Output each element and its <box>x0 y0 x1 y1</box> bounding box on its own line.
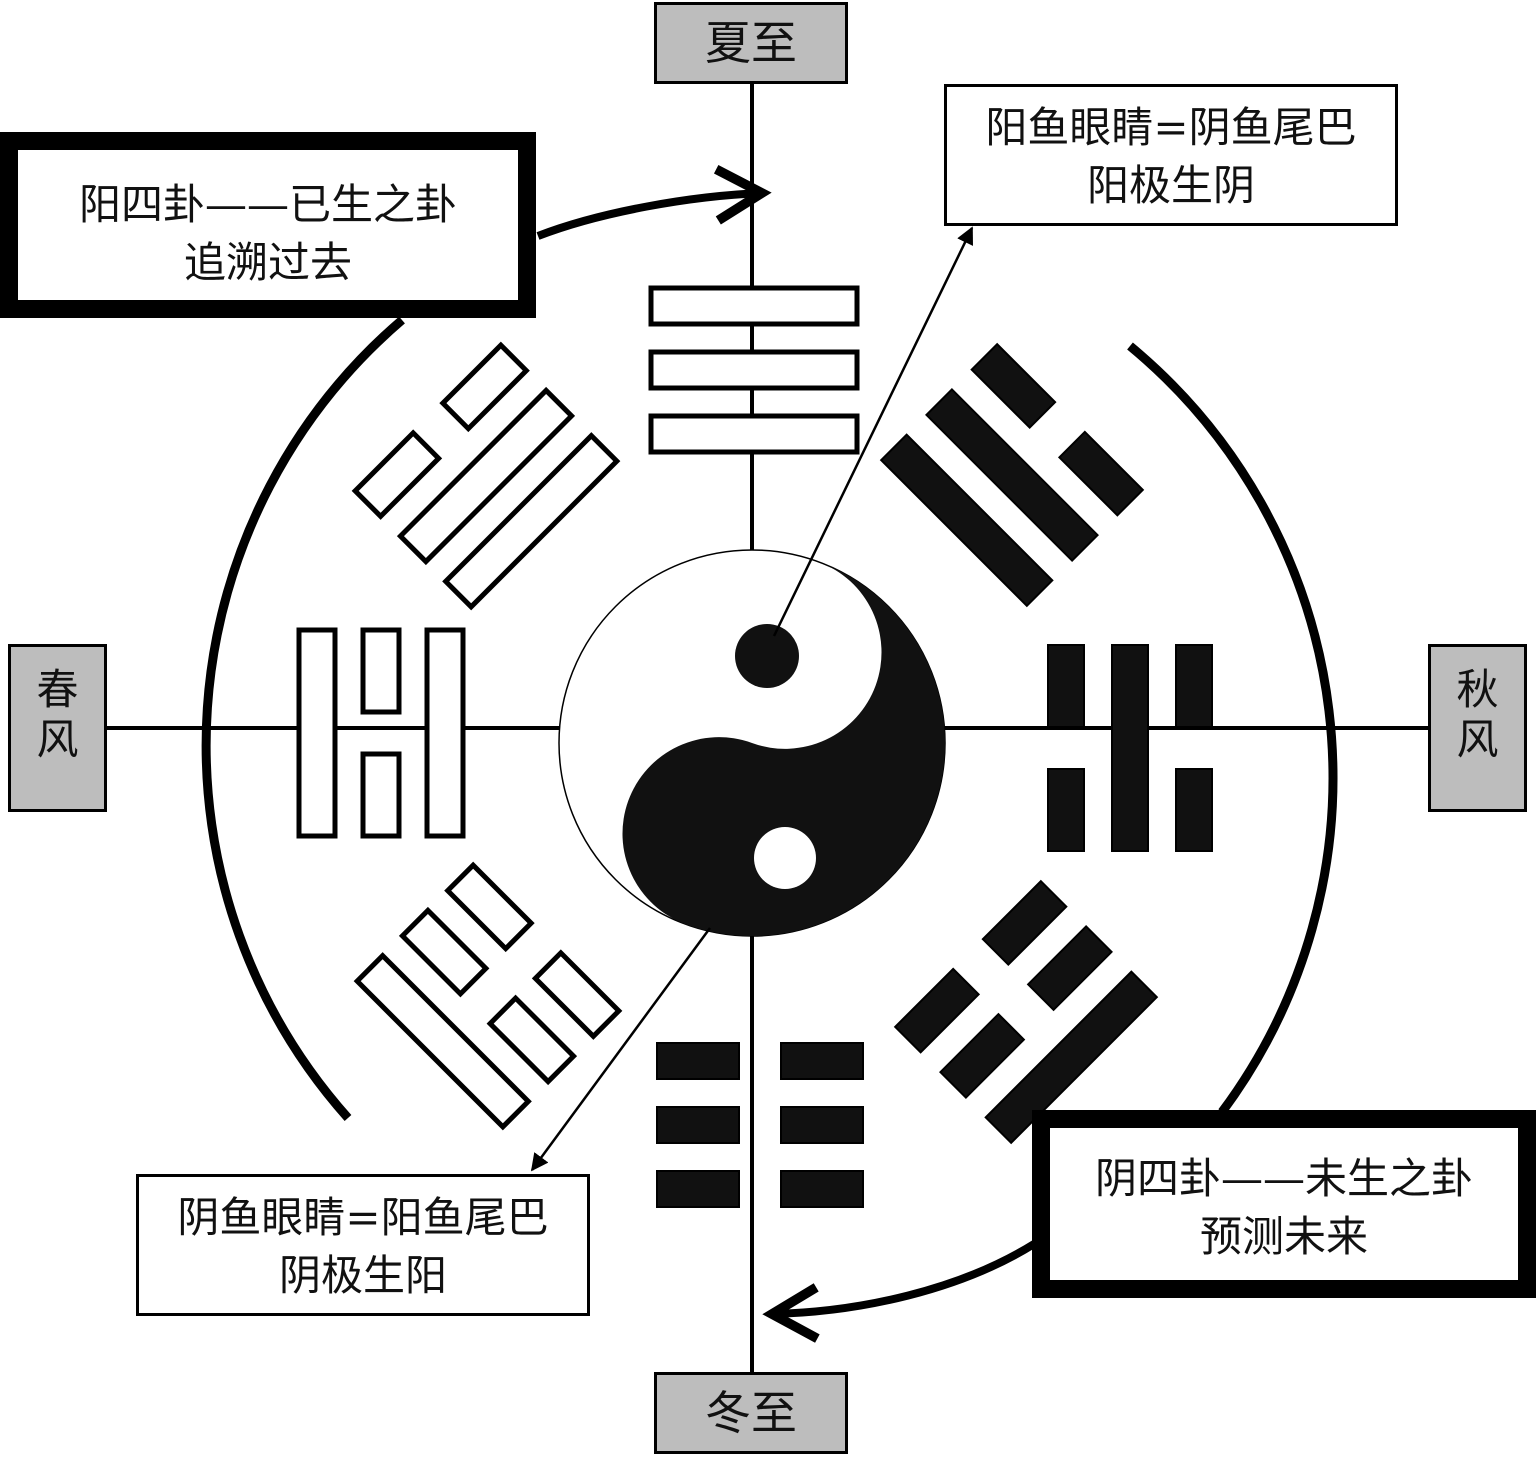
spring-wind-char-2: 风 <box>36 715 79 764</box>
trigram-kun-line-2-b <box>780 1106 864 1144</box>
trigram-dui-line-1-b <box>439 341 530 433</box>
trigram-dui-line-3 <box>442 432 621 611</box>
past-arrow <box>536 165 772 240</box>
trigram-qian-line-2 <box>648 349 860 391</box>
future-arrow <box>762 1240 1037 1343</box>
trigram-gen-line-2-a <box>939 1012 1026 1099</box>
trigram-xun-line-1-a <box>970 342 1057 430</box>
trigram-dui-line-2 <box>396 386 576 566</box>
trigram-kan-line-2 <box>1111 644 1149 852</box>
trigram-kun-line-3-b <box>780 1170 864 1208</box>
yang-four-trigrams-note: 阳四卦——已生之卦 追溯过去 <box>0 132 536 318</box>
yin-four-trigrams-note: 阴四卦——未生之卦 预测未来 <box>1032 1110 1536 1298</box>
yang-four-line-2: 追溯过去 <box>183 238 352 287</box>
yin-eye-pointer <box>530 927 712 1172</box>
yang-eye-line-2: 阳极生阴 <box>1086 161 1255 210</box>
trigram-li-line-2-b <box>360 751 402 839</box>
yin-fish-eye <box>754 827 816 889</box>
trigram-kun-line-3-a <box>656 1170 740 1208</box>
trigram-kan-line-3-a <box>1047 644 1085 728</box>
trigram-gen-line-1-b <box>981 879 1068 967</box>
yang-four-line-1: 阳四卦——已生之卦 <box>78 180 457 229</box>
yang-fish-eye-note: 阳鱼眼睛=阴鱼尾巴 阳极生阴 <box>944 84 1398 226</box>
yin-four-line-1: 阴四卦——未生之卦 <box>1094 1154 1473 1203</box>
autumn-wind-label: 秋 风 <box>1428 644 1527 812</box>
trigram-kan-line-1-b <box>1175 768 1213 852</box>
yin-eye-line-2: 阴极生阳 <box>278 1251 447 1300</box>
trigram-gen-line-2-b <box>1026 925 1113 1012</box>
trigram-gen-line-3 <box>984 970 1159 1145</box>
trigram-li-line-2-a <box>360 627 402 715</box>
trigram-dui-line-1-a <box>351 429 443 520</box>
trigram-kan-line-3-b <box>1047 768 1085 852</box>
yin-fish-eye-note: 阴鱼眼睛=阳鱼尾巴 阴极生阳 <box>136 1174 590 1316</box>
trigram-xun-line-2 <box>925 388 1099 562</box>
trigram-zhen-line-1-b <box>531 949 623 1040</box>
autumn-wind-char-1: 秋 <box>1456 665 1499 714</box>
trigram-zhen-line-1-a <box>444 861 535 953</box>
taiji-symbol <box>558 549 946 937</box>
trigram-qian-line-3 <box>648 413 860 455</box>
trigram-gen-line-1-a <box>893 967 981 1054</box>
trigram-li-line-1 <box>424 627 466 839</box>
right-arc <box>1127 342 1338 1115</box>
spring-wind-char-1: 春 <box>36 665 79 714</box>
trigram-zhen-line-3 <box>353 952 532 1131</box>
yang-fish-eye <box>735 624 799 688</box>
trigram-zhen-line-2-b <box>486 994 578 1086</box>
yin-eye-line-1: 阴鱼眼睛=阳鱼尾巴 <box>177 1193 549 1242</box>
winter-solstice-label: 冬至 <box>654 1372 848 1454</box>
trigram-zhen-line-2-a <box>398 906 490 998</box>
summer-solstice-label: 夏至 <box>654 2 848 84</box>
yang-eye-line-1: 阳鱼眼睛=阴鱼尾巴 <box>985 103 1357 152</box>
yin-four-line-2: 预测未来 <box>1199 1212 1368 1261</box>
trigram-xun-line-3 <box>879 433 1054 608</box>
spring-wind-label: 春 风 <box>8 644 107 812</box>
trigram-kun-line-1-a <box>656 1042 740 1080</box>
trigram-kun-line-2-a <box>656 1106 740 1144</box>
trigram-kun-line-1-b <box>780 1042 864 1080</box>
left-arc <box>201 316 405 1121</box>
trigram-xun-line-1-b <box>1057 430 1145 517</box>
trigram-group <box>296 285 1213 1208</box>
trigram-li-line-3 <box>296 627 338 839</box>
trigram-qian-line-1 <box>648 285 860 327</box>
trigram-kan-line-1-a <box>1175 644 1213 728</box>
autumn-wind-char-2: 风 <box>1456 715 1499 764</box>
yang-eye-pointer <box>772 226 974 637</box>
